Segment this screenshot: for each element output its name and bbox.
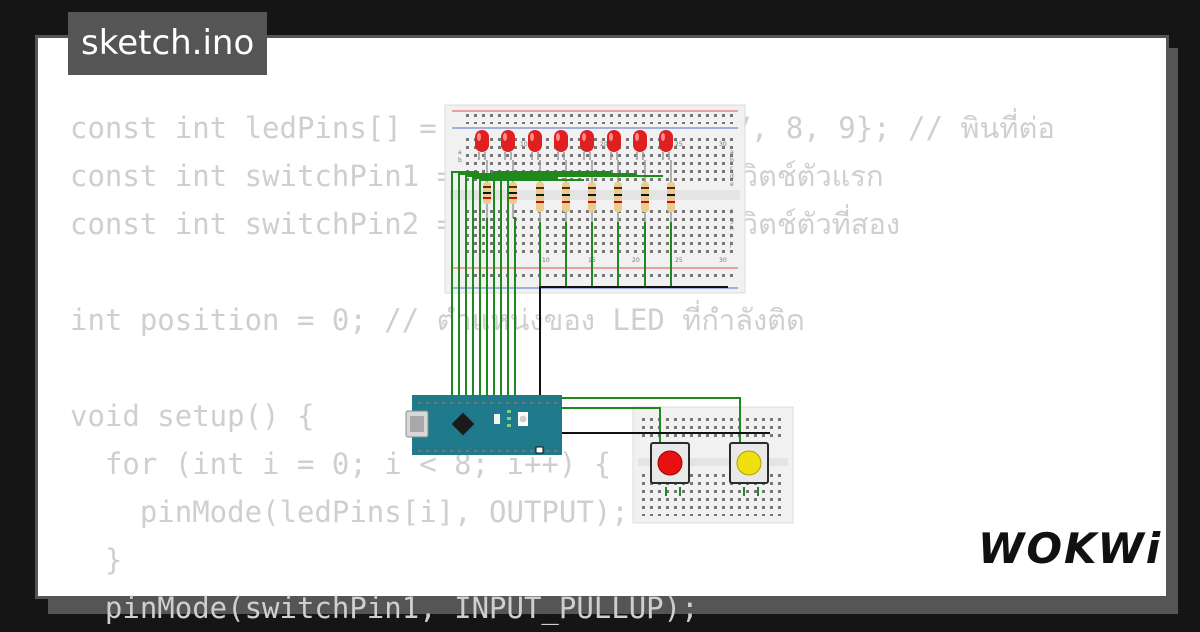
pushbutton-yellow-icon[interactable] [729,442,769,484]
red-led-icon[interactable] [633,130,647,160]
wire [545,407,661,448]
red-led-icon[interactable] [607,130,621,160]
red-led-icon[interactable] [475,130,489,160]
code-line-8: for (int i = 0; i < 8; i++) { [70,447,612,481]
bb-col-label: 30 [719,257,727,264]
wire [458,173,505,396]
bb-col-label: 20 [632,257,640,264]
bb-col-label: 20 [600,141,608,148]
bb-row-label: i [730,233,732,240]
resistor [483,160,491,218]
resistor [667,160,675,222]
bb-row-label: b [730,157,734,164]
bb-col-label: 10 [520,141,528,148]
red-led-icon[interactable] [501,130,515,160]
wire [472,177,558,396]
code-line-11: pinMode(switchPin1, INPUT_PULLUP); [70,591,699,625]
bb-row-label: d [730,173,734,180]
code-line-7: void setup() { [70,399,315,433]
wire [451,171,479,396]
bb-row-label: g [730,217,734,224]
wire [479,179,584,396]
resistor [536,160,544,222]
pushbutton-red-icon[interactable] [650,442,690,484]
bb-row-label: f [730,209,733,216]
resistor [562,160,570,222]
led-row [475,130,673,160]
bb-col-label: 25 [675,141,683,148]
bb-row-label: j [729,241,732,248]
green-wires [451,171,759,496]
bb-col-label: 10 [542,257,550,264]
resistor [509,160,517,218]
file-title-tab: sketch.ino [68,12,268,75]
resistors [483,160,675,222]
bb-row-label: a [458,149,462,156]
resistor [641,160,649,222]
red-led-icon[interactable] [659,130,673,160]
code-line-9: pinMode(ledPins[i], OUTPUT); [70,495,629,529]
bb-row-label: h [730,225,734,232]
wire [507,175,663,396]
red-led-icon[interactable] [528,130,542,160]
bb-row-label: e [730,181,734,188]
resistor [614,160,622,222]
wire [530,397,741,448]
resistor [588,160,596,222]
red-led-icon[interactable] [554,130,568,160]
bb-row-label: a [730,149,734,156]
bb-col-label: 30 [719,141,727,148]
red-led-icon[interactable] [580,130,594,160]
bb-col-label: 25 [675,257,683,264]
bb-row-label: b [458,157,462,164]
wire [513,217,516,396]
arduino-nano-icon[interactable] [405,395,562,455]
bb-row-label: c [730,165,733,172]
wokwi-logo: WOKWi [978,524,1163,573]
wire [500,173,637,396]
code-line-10: } [70,543,123,577]
wire [493,171,611,396]
